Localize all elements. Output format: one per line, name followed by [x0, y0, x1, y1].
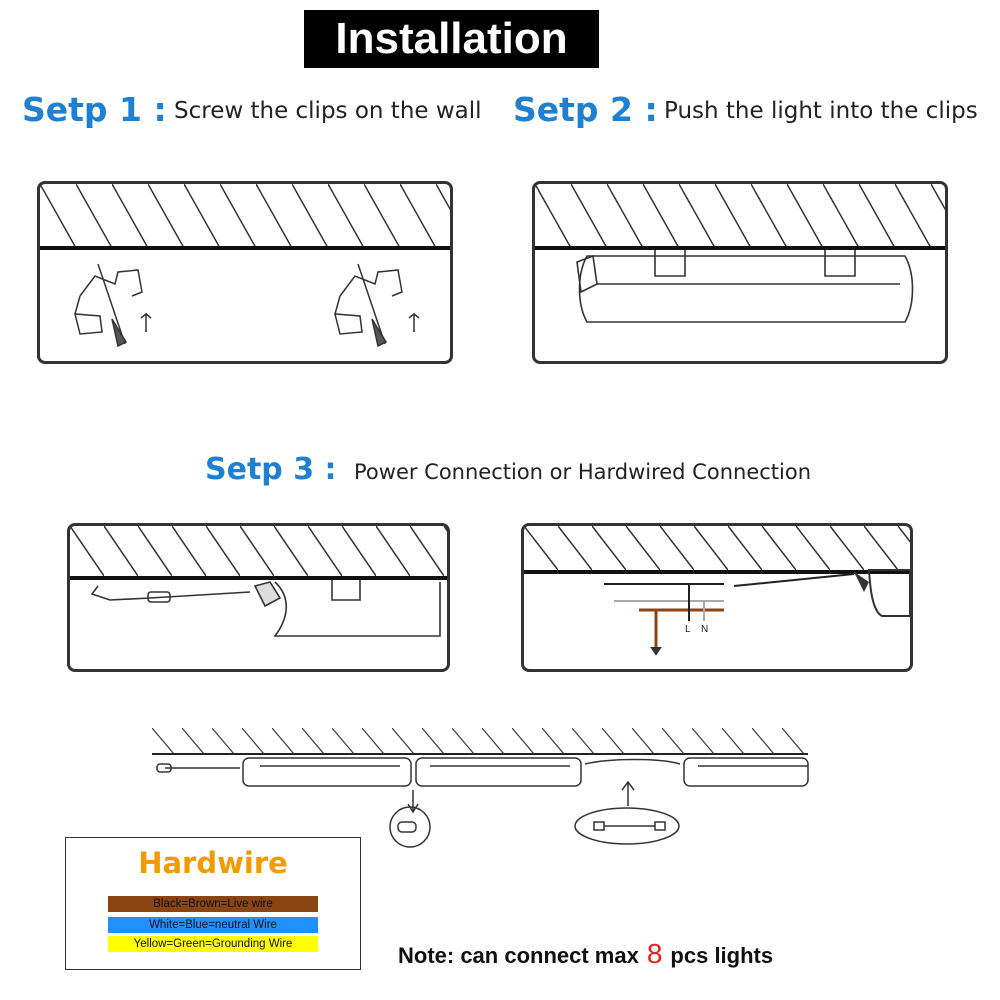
live-label: L — [685, 624, 691, 635]
legend-neutral-wire: White=Blue=neutral Wire — [108, 917, 318, 933]
wiring-schematic — [604, 569, 910, 656]
note-text: Note: can connect max 8 pcs lights — [398, 938, 773, 970]
clip-icon-right — [334, 263, 420, 348]
hardwire-legend: Hardwire Black=Brown=Live wire White=Blu… — [65, 837, 361, 970]
step-2-label: Setp 2 : — [513, 90, 658, 129]
step-1-illustration — [40, 184, 450, 348]
led-tube-icon — [576, 250, 914, 323]
step-3-label: Setp 3 : — [205, 452, 337, 487]
step-2-illustration — [535, 184, 945, 323]
step-3-text: Power Connection or Hardwired Connection — [354, 460, 812, 484]
step-2-text: Push the light into the clips — [664, 98, 978, 124]
note-count: 8 — [646, 938, 663, 969]
legend-live-wire: Black=Brown=Live wire — [108, 896, 318, 912]
page-title: Installation — [304, 10, 599, 68]
note-suffix: pcs lights — [670, 943, 774, 968]
legend-title: Hardwire — [138, 846, 288, 880]
step-1-text: Screw the clips on the wall — [174, 98, 482, 124]
hardwired-connection-illustration: L N — [524, 526, 910, 656]
step-2-panel — [532, 181, 948, 364]
chained-tubes — [156, 757, 809, 848]
power-connection-panel — [67, 523, 450, 672]
clip-icon-left — [74, 263, 152, 348]
power-connection-illustration — [70, 526, 447, 637]
hardwired-connection-panel: L N — [521, 523, 913, 672]
step-1-panel — [37, 181, 453, 364]
neutral-label: N — [701, 624, 708, 635]
legend-grounding-wire: Yellow=Green=Grounding Wire — [108, 936, 318, 952]
plug-cord-icon — [90, 580, 441, 637]
note-prefix: Note: can connect max — [398, 943, 639, 968]
step-1-label: Setp 1 : — [22, 90, 167, 129]
